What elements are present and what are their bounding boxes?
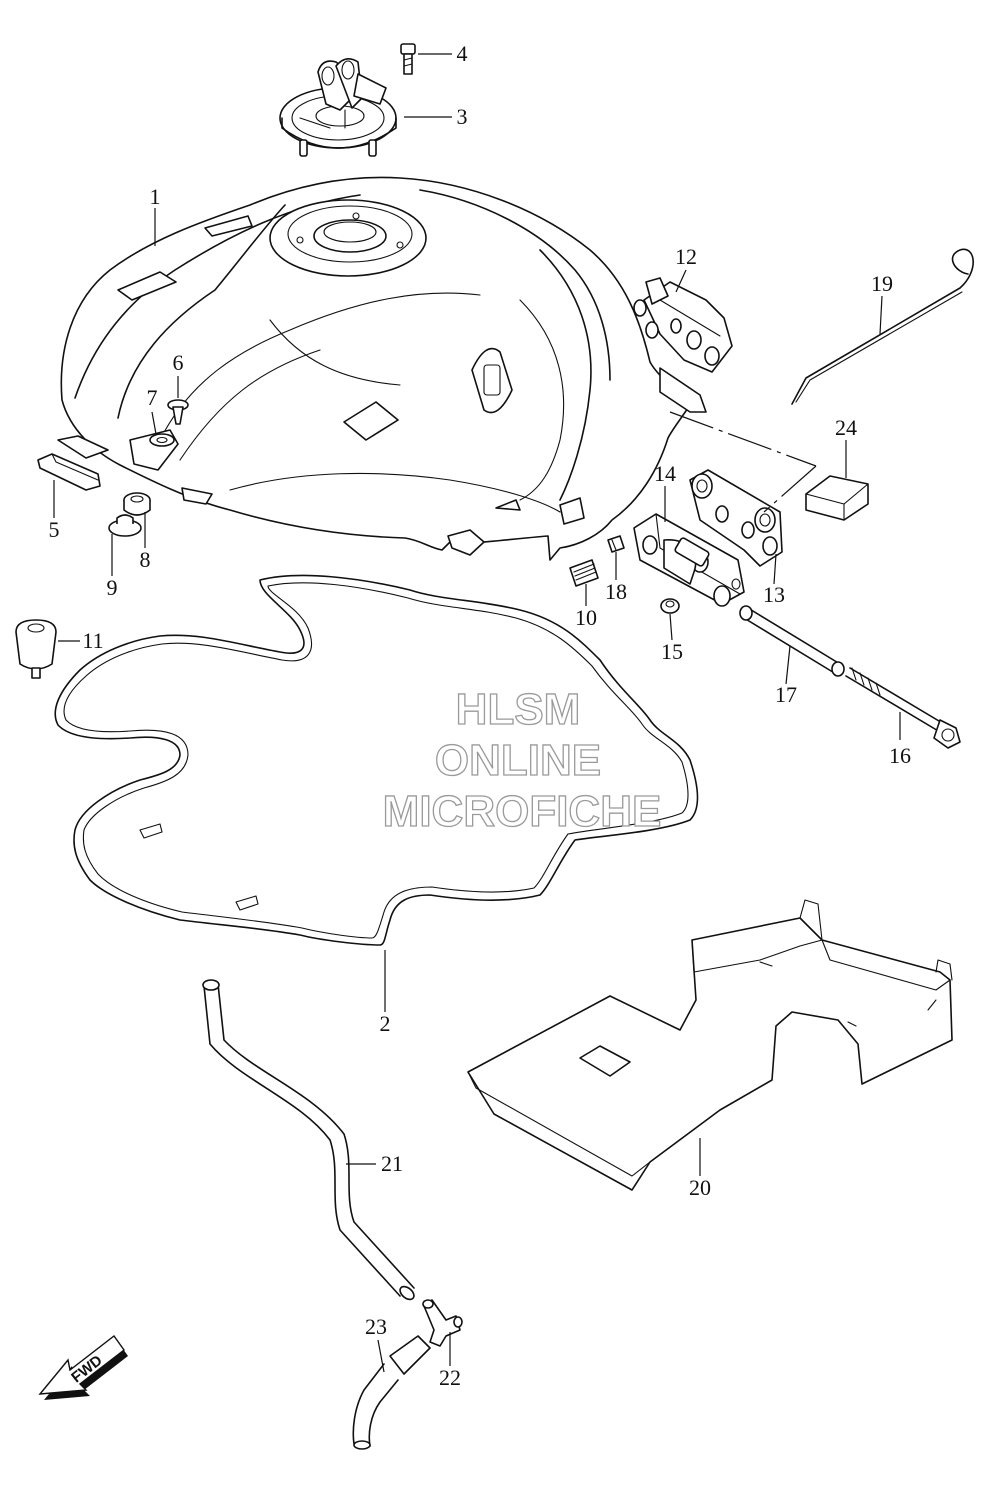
part-22-joint[interactable] <box>422 1299 463 1347</box>
callout-18: 18 <box>605 579 627 604</box>
callout-9: 9 <box>107 575 118 600</box>
watermark-line-1: HLSM <box>456 685 581 734</box>
part-3-fuel-cap[interactable] <box>279 58 397 157</box>
part-6-screw[interactable] <box>167 399 189 425</box>
callout-1: 1 <box>150 184 161 209</box>
callout-11: 11 <box>82 628 103 653</box>
callout-15: 15 <box>661 639 683 664</box>
callout-6: 6 <box>173 350 184 375</box>
callout-5: 5 <box>49 517 60 542</box>
callout-labels: 1 2 3 4 5 6 7 8 9 10 11 12 13 14 15 16 1… <box>49 41 912 1390</box>
watermark-line-2: ONLINE <box>435 736 601 785</box>
part-15-nut[interactable] <box>660 598 680 614</box>
callout-21: 21 <box>381 1151 403 1176</box>
callout-4: 4 <box>457 41 468 66</box>
part-23-hose[interactable] <box>352 1335 431 1450</box>
part-1-fuel-tank[interactable] <box>60 176 707 561</box>
part-18-clip[interactable] <box>607 535 625 553</box>
part-21-hose[interactable] <box>202 979 416 1302</box>
fwd-arrow-icon: FWD <box>38 1335 128 1400</box>
watermark: HLSM ONLINE MICROFICHE <box>382 684 662 836</box>
callout-13: 13 <box>763 582 785 607</box>
callout-2: 2 <box>380 1011 391 1036</box>
callout-14: 14 <box>654 461 676 486</box>
part-10-pad[interactable] <box>569 559 599 587</box>
part-7-washer[interactable] <box>149 433 175 447</box>
watermark-line-3: MICROFICHE <box>383 787 662 836</box>
callout-16: 16 <box>889 743 911 768</box>
part-20-heat-shield[interactable] <box>467 899 953 1191</box>
part-11-cushion[interactable] <box>15 619 57 679</box>
part-19-wire[interactable] <box>791 248 974 405</box>
part-8-grommet[interactable] <box>123 492 151 516</box>
leader-lines <box>53 53 901 1373</box>
part-13-hinge-bracket[interactable] <box>689 469 783 567</box>
callout-12: 12 <box>675 244 697 269</box>
callout-20: 20 <box>689 1175 711 1200</box>
part-17-collar[interactable] <box>739 605 845 677</box>
callout-10: 10 <box>575 605 597 630</box>
part-4-screw[interactable] <box>400 43 416 75</box>
callout-17: 17 <box>775 682 797 707</box>
part-14-hinge-plate[interactable] <box>633 513 745 607</box>
callout-3: 3 <box>457 104 468 129</box>
part-2-seal[interactable] <box>54 574 699 946</box>
callout-22: 22 <box>439 1365 461 1390</box>
part-16-bolt[interactable] <box>845 667 961 749</box>
callout-7: 7 <box>147 385 158 410</box>
part-12-bracket[interactable] <box>633 277 733 373</box>
part-9-bushing[interactable] <box>108 514 142 537</box>
callout-23: 23 <box>365 1314 387 1339</box>
part-5-bracket[interactable] <box>37 435 109 491</box>
callout-19: 19 <box>871 271 893 296</box>
callout-24: 24 <box>835 415 857 440</box>
callout-8: 8 <box>140 547 151 572</box>
part-24-pad[interactable] <box>805 475 869 521</box>
